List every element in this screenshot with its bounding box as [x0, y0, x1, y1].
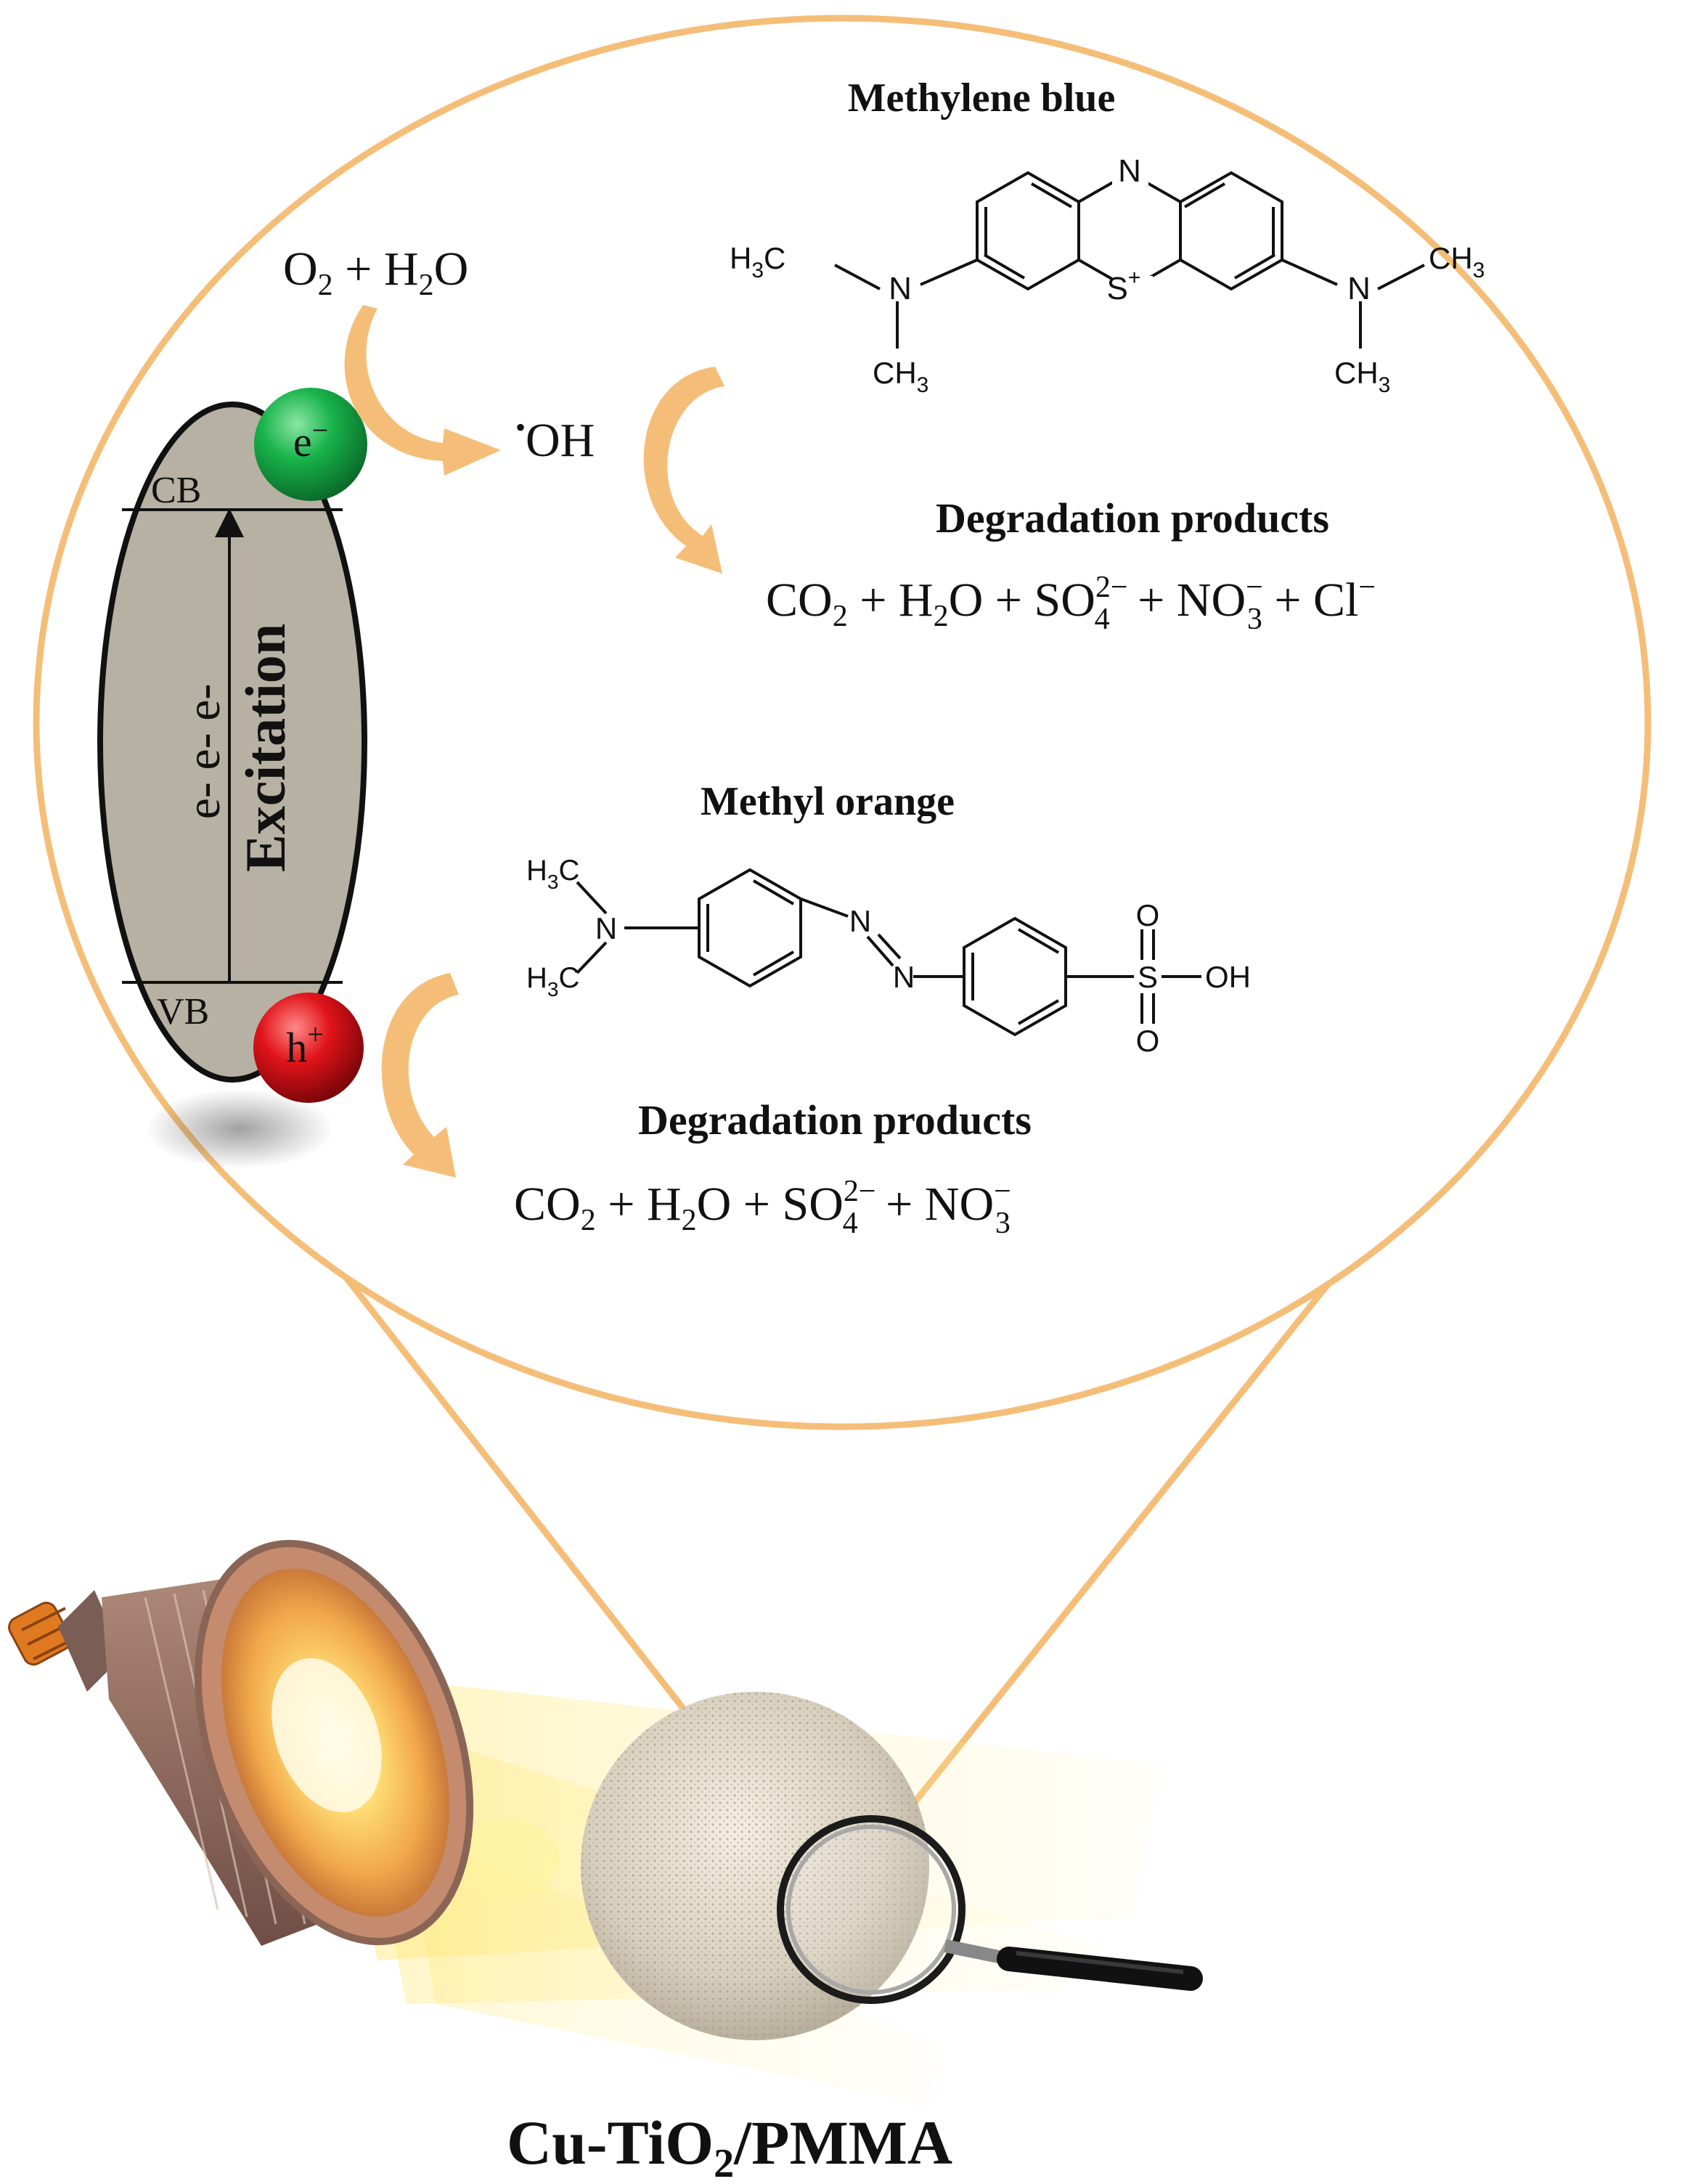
zoom-ellipse: [33, 15, 1652, 1430]
o2-h2o-label: O2 + H2O: [283, 243, 468, 302]
band-shadow: [145, 1089, 334, 1169]
mo-oh: OH: [1205, 960, 1251, 994]
reaction-arrows: [344, 305, 724, 1178]
methyl-orange-structure: [576, 868, 1201, 1037]
mo-atom-o-bottom: O: [1136, 1024, 1160, 1058]
mb-products-title: Degradation products: [936, 494, 1329, 542]
arrow-hole-to-mo: [381, 973, 459, 1178]
arrow-o2-to-oh: [344, 305, 501, 476]
band-gap-body: [97, 402, 367, 1083]
electron-symbol: e: [293, 418, 312, 465]
mo-azo-n2: N: [893, 960, 915, 994]
hole-ball: h+: [253, 993, 364, 1103]
mb-atom-n: N: [1118, 153, 1141, 189]
mo-amine-n: N: [595, 911, 617, 945]
mb-right-n: N: [1347, 271, 1371, 306]
methyl-orange-title: Methyl orange: [701, 779, 955, 824]
svg-text:h+: h+: [286, 1018, 324, 1071]
mo-atom-s: S: [1138, 960, 1158, 994]
mb-right-ch3-top: CH3: [1429, 241, 1485, 282]
magnifier-icon: [777, 1815, 1203, 2004]
mb-left-h3c: H3C: [730, 241, 785, 282]
arrow-oh-to-mb: [643, 367, 724, 574]
mb-left-ch3: CH3: [873, 356, 928, 397]
hole-symbol: h: [286, 1024, 307, 1071]
mo-atom-o-top: O: [1136, 898, 1160, 932]
svg-text:e−: e−: [293, 414, 328, 465]
hydroxyl-radical-label: •OH: [515, 411, 595, 467]
mo-h3c-bottom: H3C: [526, 962, 579, 1001]
electron-ball: e−: [254, 388, 367, 501]
mb-left-n: N: [889, 271, 912, 306]
mb-atom-s: S+: [1107, 266, 1141, 306]
cb-label: CB: [151, 470, 201, 511]
mo-azo-n1: N: [849, 904, 871, 938]
lamp-icon: [8, 1539, 474, 1946]
excitation-label: Excitation: [234, 624, 297, 872]
mo-products-equation: CO2 + H2O + SO2−4 + NO−3: [514, 1175, 1011, 1240]
mb-products-equation: CO2 + H2O + SO2−4 + NO−3 + Cl−: [766, 571, 1376, 636]
caption: Cu-TiO2/PMMA: [507, 2108, 952, 2184]
mb-right-ch3-bottom: CH3: [1334, 356, 1390, 397]
electrons-label: e- e- e-: [177, 684, 230, 820]
hole-charge: +: [307, 1018, 324, 1051]
methylene-blue-structure: [834, 171, 1425, 349]
mo-products-title: Degradation products: [638, 1096, 1032, 1144]
vb-label: VB: [157, 991, 209, 1032]
catalyst-sphere: [581, 1692, 929, 2040]
mo-h3c-top: H3C: [526, 855, 579, 893]
electron-charge: −: [312, 414, 329, 447]
methylene-blue-title: Methylene blue: [848, 76, 1116, 121]
